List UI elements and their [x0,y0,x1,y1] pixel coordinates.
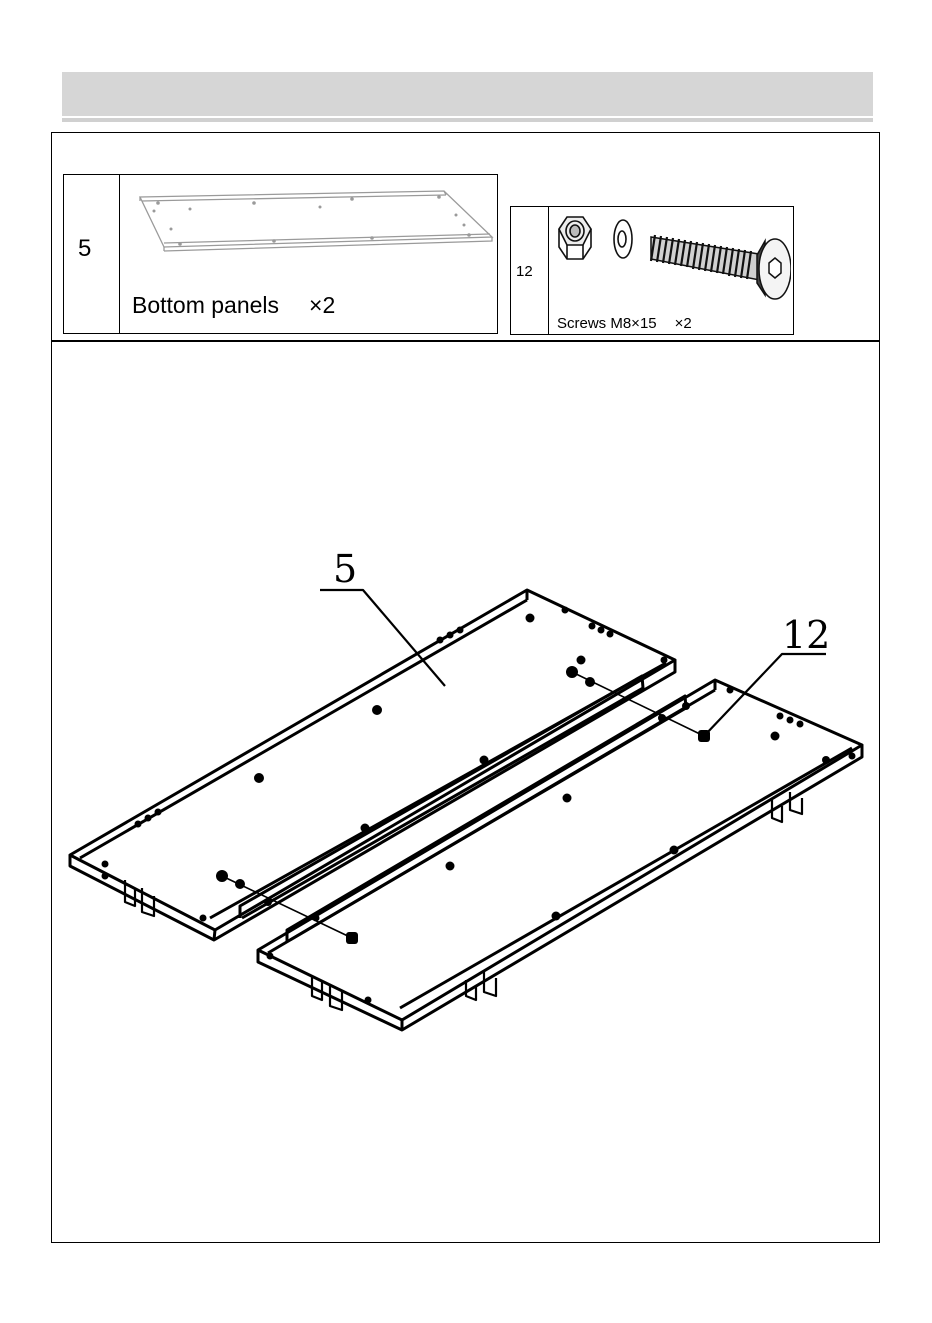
callout-leader-5 [320,590,445,686]
callout-leader-12 [705,654,826,735]
callout-label-5: 5 [333,550,357,588]
bottom-panel-left [70,590,675,940]
screw-hardware [216,666,710,944]
holes [102,607,856,1004]
bottom-panel-right [258,680,862,1030]
callout-label-12: 12 [782,616,830,654]
